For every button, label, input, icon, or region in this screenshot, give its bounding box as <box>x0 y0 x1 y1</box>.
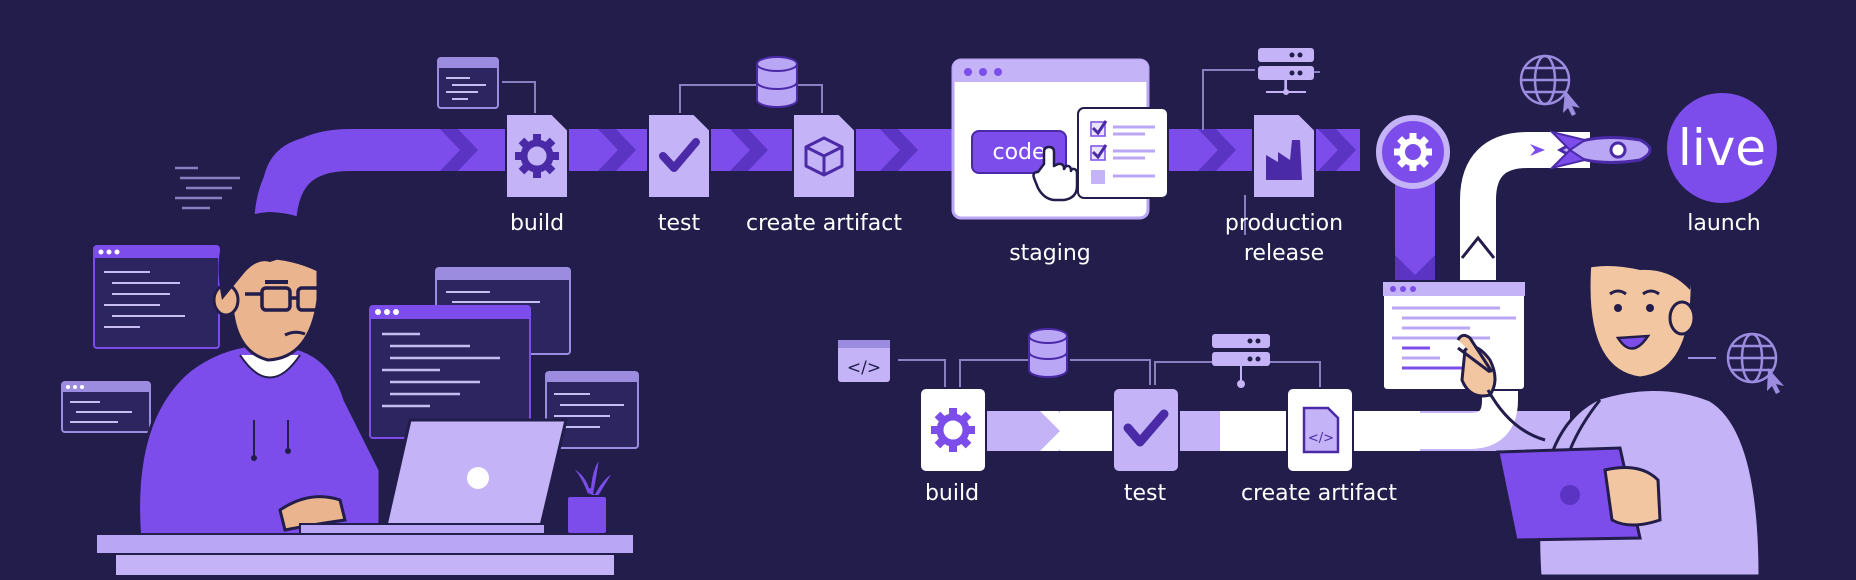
globe-icon <box>1519 54 1571 106</box>
tablet <box>1496 446 1662 542</box>
launch-path <box>1460 132 1590 280</box>
bottom-connectors <box>898 359 1321 390</box>
code-tag-icon: </> <box>838 340 890 382</box>
rocket-icon <box>1530 130 1652 170</box>
launch-label: launch <box>1687 211 1761 236</box>
checkmark-icon <box>1123 409 1169 447</box>
code-button-label: code <box>992 140 1045 165</box>
checklist-icon <box>1090 120 1155 184</box>
server-icon <box>1212 334 1270 388</box>
top-step-build: build <box>505 113 569 236</box>
bottom-step-create-artifact: </> create artifact <box>1241 387 1397 506</box>
top-step-create-artifact: create artifact <box>746 113 902 236</box>
factory-icon <box>1266 140 1302 180</box>
live-badge: live <box>1667 93 1777 203</box>
code-file-icon: </> <box>1302 406 1340 454</box>
desk <box>95 533 635 577</box>
box-icon <box>804 136 844 177</box>
code-window-small <box>61 381 151 433</box>
code-window-icon <box>437 57 499 109</box>
database-icon <box>756 56 798 108</box>
deploy-gear-node <box>1376 115 1450 189</box>
code-window-right <box>545 371 639 449</box>
staging-window: code staging <box>951 58 1169 266</box>
cursor-icon <box>1767 368 1784 394</box>
production-release-step: production release <box>1225 48 1343 266</box>
bottom-step-build: build <box>919 387 987 506</box>
bottom-artifact-label: create artifact <box>1241 481 1397 506</box>
bottom-test-label: test <box>1124 481 1167 506</box>
laptop <box>299 418 568 535</box>
decorative-code-lines <box>175 166 240 210</box>
gear-icon <box>515 134 559 178</box>
production-label-2: release <box>1244 241 1324 266</box>
staging-label: staging <box>1009 241 1091 266</box>
bottom-step-test: test <box>1112 387 1180 506</box>
svg-text:</>: </> <box>1308 431 1334 446</box>
globe-icon <box>1726 332 1778 384</box>
bottom-build-label: build <box>925 481 979 506</box>
gear-icon <box>931 408 975 452</box>
database-icon <box>1028 328 1068 378</box>
top-test-label: test <box>658 211 701 236</box>
code-panel <box>1382 281 1526 391</box>
gear-icon <box>1394 133 1432 171</box>
code-window-main <box>369 305 531 439</box>
top-build-label: build <box>510 211 564 236</box>
svg-text:</>: </> <box>847 358 881 378</box>
glasses-icon <box>245 286 328 312</box>
production-label-1: production <box>1225 211 1343 236</box>
cursor-icon <box>1563 90 1580 116</box>
code-button[interactable] <box>971 130 1067 174</box>
server-icon <box>1258 48 1314 95</box>
checkmark-icon <box>659 138 700 172</box>
top-step-test: test <box>647 113 711 236</box>
code-window-left <box>93 245 220 349</box>
plant-icon <box>566 455 617 535</box>
live-badge-text: live <box>1678 119 1766 177</box>
top-artifact-label: create artifact <box>746 211 902 236</box>
developer-character <box>137 212 382 542</box>
hand-pointer-icon <box>1032 145 1079 202</box>
bottom-pipeline-band <box>970 390 1570 451</box>
